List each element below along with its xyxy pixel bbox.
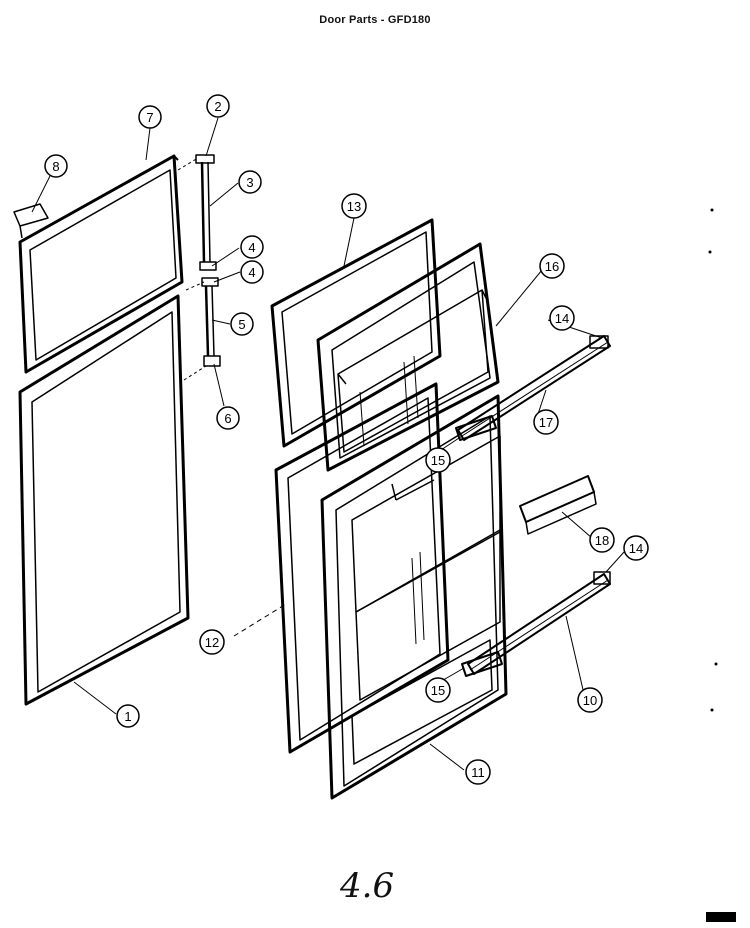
svg-text:17: 17 [539,415,553,430]
page-number-note: 4.6 [340,866,395,906]
gasket-guide-line [233,603,287,637]
callout-14-lower: 14 [623,535,649,561]
door-trim-strip [13,203,49,239]
retainer-clip-lower [461,651,503,677]
svg-text:6: 6 [224,411,231,426]
svg-text:8: 8 [52,159,59,174]
svg-text:4: 4 [248,240,255,255]
svg-text:16: 16 [545,259,559,274]
callout-15-upper: 15 [425,447,451,473]
fresh-food-shelf-rail [467,571,611,675]
page-title: Door Parts - GFD180 [319,14,431,26]
svg-text:2: 2 [214,99,221,114]
svg-text:14: 14 [555,311,569,326]
svg-text:18: 18 [595,533,609,548]
freezer-gasket-part [270,218,442,448]
svg-text:1: 1 [124,709,131,724]
scan-specks [706,208,736,922]
callout-15-lower: 15 [425,677,451,703]
hinge-guide-lines [177,157,207,381]
fresh-food-door-part [18,294,190,706]
callout-16: 16 [539,253,565,279]
freezer-shelf-rail [457,335,611,441]
svg-text:4: 4 [248,265,255,280]
svg-text:10: 10 [583,693,597,708]
callout-6: 6 [216,406,240,430]
callout-5: 5 [230,312,254,336]
callout-17: 17 [533,409,559,435]
callout-labels: 1 2 3 4 4 5 6 7 8 10 11 12 13 14 14 15 1… [44,94,649,785]
freezer-door-part [18,154,184,374]
leader-lines [31,117,625,771]
svg-text:15: 15 [431,683,445,698]
svg-text:5: 5 [238,317,245,332]
callout-4-upper: 4 [240,235,264,259]
callout-18: 18 [589,527,615,553]
callout-4-lower: 4 [240,260,264,284]
svg-text:12: 12 [205,635,219,650]
hinge-parts [195,154,221,367]
svg-text:13: 13 [347,199,361,214]
callout-8: 8 [44,154,68,178]
callout-13: 13 [341,193,367,219]
svg-text:11: 11 [471,765,485,780]
svg-text:3: 3 [246,175,253,190]
fresh-food-inner-liner-part [320,394,508,800]
svg-text:7: 7 [146,110,153,125]
svg-text:15: 15 [431,453,445,468]
callout-3: 3 [238,170,262,194]
callout-1: 1 [116,704,140,728]
svg-text:14: 14 [629,541,643,556]
freezer-inner-liner-part [316,242,500,472]
callout-7: 7 [138,105,162,129]
door-shelf-bin [519,475,597,535]
callout-10: 10 [577,687,603,713]
callout-14-upper: 14 [549,305,575,331]
fresh-food-gasket-part [274,382,450,754]
callout-12: 12 [199,629,225,655]
callout-2: 2 [206,94,230,118]
callout-11: 11 [465,759,491,785]
